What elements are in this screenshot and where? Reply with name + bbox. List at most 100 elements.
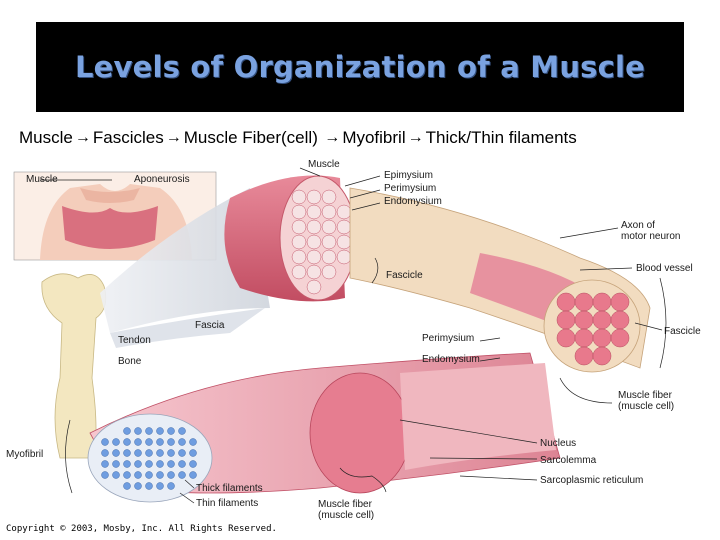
organization-sequence: Muscle → Fascicles → Muscle Fiber(cell) … [19, 126, 709, 150]
arrow-icon: → [165, 129, 182, 146]
fiber-cross-section [592, 346, 612, 366]
label-sarcolemma: Sarcolemma [540, 455, 597, 466]
filament-dot [134, 427, 142, 435]
filament-dot [189, 460, 197, 468]
filament-dot [156, 482, 164, 490]
torso-inset [13, 171, 217, 261]
sequence-myofibril: Myofibril [342, 128, 406, 147]
fiber-cross-section [610, 310, 630, 330]
label-epimysium: Epimysium [384, 170, 433, 181]
fascicle-cross-section [306, 219, 322, 235]
filament-dot [112, 438, 120, 446]
filament-dot [145, 482, 153, 490]
myofibril-filaments [101, 427, 197, 490]
filament-dot [145, 438, 153, 446]
fascicle-cross-section [306, 264, 322, 280]
label-thin-filaments: Thin filaments [196, 498, 258, 509]
filament-dot [101, 438, 109, 446]
fascicle-cross-section [321, 189, 337, 205]
fascicle-cross-section [321, 249, 337, 265]
sequence-filaments: Thick/Thin filaments [425, 128, 577, 147]
label-muscle-fiber-line2: (muscle cell) [618, 401, 674, 412]
fascicle-cross-section [291, 249, 307, 265]
filament-dot [134, 460, 142, 468]
label-axon-line2: motor neuron [621, 231, 680, 242]
fascicle-cross-section [321, 204, 337, 220]
label-perimysium-top: Perimysium [384, 183, 436, 194]
muscle-fiber [89, 352, 561, 494]
fascicle-cross-section [291, 219, 307, 235]
fiber-cross-section [592, 310, 612, 330]
label-fascicle-right: Fascicle [664, 326, 701, 337]
fascicle-cross-section [291, 264, 307, 280]
arrow-icon: → [74, 129, 91, 146]
filament-dot [145, 449, 153, 457]
fiber-cross-section [574, 328, 594, 348]
filament-dot [156, 427, 164, 435]
label-tendon: Tendon [118, 335, 151, 346]
filament-dot [134, 482, 142, 490]
fascicle-cross-section [321, 219, 337, 235]
filament-dot [134, 471, 142, 479]
fascicle-cross-section [336, 234, 352, 250]
copyright-text: Copyright © 2003, Mosby, Inc. All Rights… [6, 524, 277, 534]
fiber-cross-section [556, 292, 576, 312]
filament-dot [167, 460, 175, 468]
filament-dot [167, 482, 175, 490]
fiber-cross-section [610, 328, 630, 348]
label-muscle: Muscle [308, 159, 340, 170]
filament-dot [123, 482, 131, 490]
filament-dot [112, 460, 120, 468]
filament-dot [156, 471, 164, 479]
filament-dot [156, 438, 164, 446]
fiber-cross-section [574, 292, 594, 312]
filament-dot [134, 438, 142, 446]
fascicle-cross-section [306, 249, 322, 265]
label-blood-vessel: Blood vessel [636, 263, 693, 274]
bone-shape [41, 273, 107, 459]
sequence-muscle-fiber: Muscle Fiber(cell) [183, 128, 318, 147]
myofibril-bundle [87, 413, 213, 503]
filament-dot [101, 471, 109, 479]
title-bar: Levels of Organization of a Muscle [36, 22, 684, 112]
fascicle-cross-section [321, 264, 337, 280]
label-bone: Bone [118, 356, 142, 367]
fascicle-cross-section [306, 189, 322, 205]
filament-dot [123, 427, 131, 435]
filament-dot [178, 427, 186, 435]
filament-dot [123, 449, 131, 457]
label-fascicle-mid: Fascicle [386, 270, 423, 281]
filament-dot [178, 438, 186, 446]
filament-dot [123, 471, 131, 479]
page-title: Levels of Organization of a Muscle [74, 50, 646, 84]
filament-dot [167, 438, 175, 446]
muscle-belly [224, 175, 357, 302]
filament-dot [178, 449, 186, 457]
filament-dot [167, 427, 175, 435]
arrow-icon: → [407, 129, 424, 146]
filament-dot [156, 460, 164, 468]
filament-dot [145, 460, 153, 468]
filament-dot [101, 449, 109, 457]
label-muscle-fiber-line1: Muscle fiber [618, 390, 673, 401]
fascicle-cross-section [336, 204, 352, 220]
fascicle-cross-section [336, 219, 352, 235]
filament-dot [189, 438, 197, 446]
filament-dot [167, 471, 175, 479]
fiber-cross-section [592, 328, 612, 348]
label-muscle-fiber-bottom-line1: Muscle fiber [318, 499, 373, 510]
fascicle-cross-section [306, 234, 322, 250]
label-nucleus: Nucleus [540, 438, 576, 449]
filament-dot [123, 438, 131, 446]
filament-dot [123, 460, 131, 468]
filament-dot [178, 471, 186, 479]
label-myofibril: Myofibril [6, 449, 43, 460]
filament-dot [134, 449, 142, 457]
fascicle-cross-section [306, 279, 322, 295]
filament-dot [112, 449, 120, 457]
filament-dot [112, 471, 120, 479]
fascicle-cross-section [291, 189, 307, 205]
label-axon-line1: Axon of [621, 220, 655, 231]
filament-dot [189, 471, 197, 479]
fiber-cross-section [556, 328, 576, 348]
